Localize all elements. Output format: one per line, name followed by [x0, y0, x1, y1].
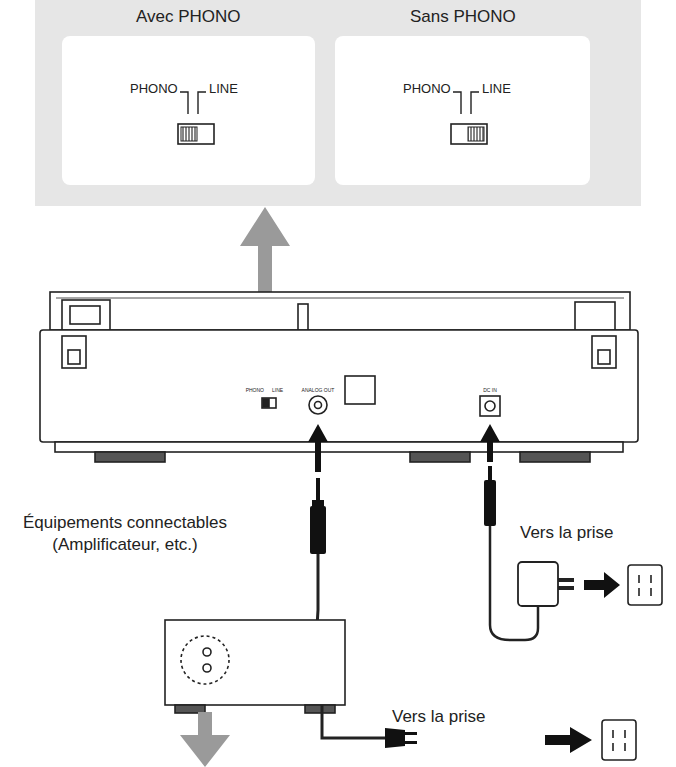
audio-cable [308, 424, 328, 554]
switch-heading: Avec PHONO [136, 7, 241, 27]
switch-marking: PHONO [236, 388, 264, 393]
outlet-label: Vers la prise [520, 522, 652, 544]
switch-position-box: Avec PHONOPHONOLINE [62, 36, 315, 185]
switch-position-box: Sans PHONOPHONOLINE [335, 36, 590, 185]
switch-heading: Sans PHONO [410, 7, 516, 27]
switch-position: LINE [482, 82, 511, 97]
switch-position: LINE [209, 82, 238, 97]
selector-switch [335, 36, 590, 185]
turntable [40, 292, 638, 462]
dc-cable [480, 424, 500, 526]
selector-switch [62, 36, 315, 185]
outlet-label: Vers la prise [392, 706, 524, 728]
power-plug [385, 727, 592, 753]
switch-position: PHONO [130, 82, 178, 97]
wall-outlet [628, 565, 662, 605]
switch-panel [35, 0, 641, 206]
switch-position: PHONO [403, 82, 451, 97]
switch-marking: LINE [272, 388, 292, 393]
jack-marking: ANALOG OUT [300, 388, 336, 393]
equipment-label: Équipements connectables (Amplificateur,… [8, 512, 242, 556]
ac-adapter [518, 562, 620, 606]
wall-outlet [602, 720, 636, 760]
pointer-arrow [180, 712, 230, 767]
jack-marking: DC IN [476, 388, 504, 393]
amplifier [165, 620, 345, 713]
power-cord [322, 705, 385, 738]
